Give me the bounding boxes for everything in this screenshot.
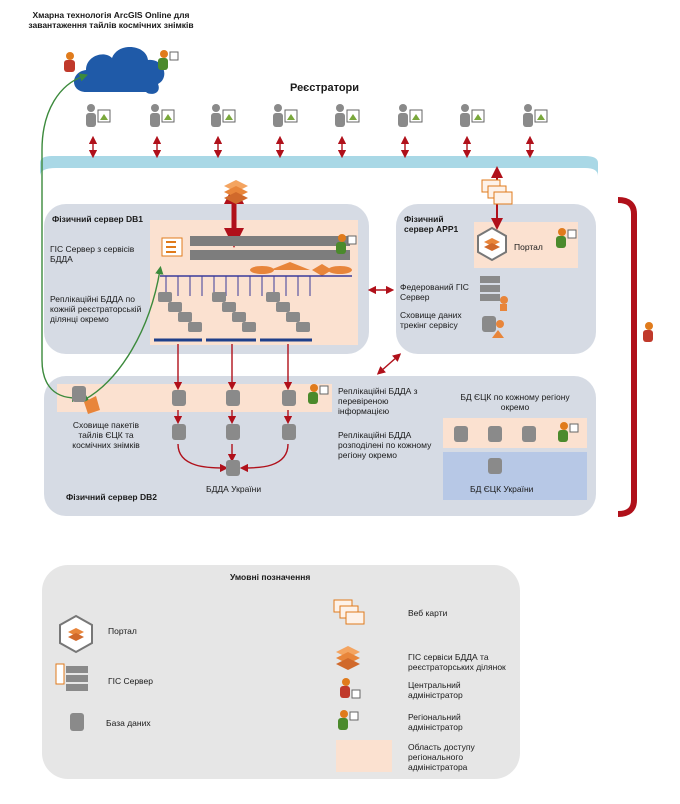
legend-services-icon: [336, 646, 360, 670]
app1-title: Фізичний сервер APP1: [404, 214, 459, 234]
legend-title: Умовні позначення: [230, 572, 311, 582]
ezk-ukraine-label: БД ЄЦК України: [470, 484, 534, 494]
db2-databases: [72, 386, 536, 476]
legend-access-area-label: Область доступу регіонального адміністра…: [408, 742, 475, 772]
legend-web-maps-icon: [333, 599, 365, 625]
legend-portal-label: Портал: [108, 626, 137, 636]
db1-gis-server-label: ГІС Сервер з сервісів БДДА: [50, 244, 135, 264]
registrars-title: Реєстратори: [290, 82, 360, 94]
registrar-icons: [86, 104, 548, 127]
ezk-ukraine-area: [443, 452, 587, 500]
tracking-storage-icon: [482, 316, 504, 338]
tracking-storage-label: Сховище даних трекінг сервісу: [400, 310, 462, 330]
db2-regional-admin-icon: [308, 384, 329, 404]
db2-verified-label: Реплікаційні БДДА з перевіреною інформац…: [338, 386, 418, 416]
db2-storage-label: Сховище пакетів тайлів ЄЦК та космічних …: [72, 420, 140, 450]
db1-replica-databases: [158, 292, 310, 332]
registrars-bus: [40, 156, 598, 176]
cloud-to-db2-link: [41, 73, 88, 403]
legend-regional-admin-label: Регіональний адміністратор: [408, 712, 463, 732]
federated-server-icon: [480, 276, 508, 311]
legend-central-admin-label: Центральний адміністратор: [408, 680, 463, 700]
legend-regional-admin-icon: [338, 710, 359, 730]
app1-regional-admin-icon: [556, 228, 577, 248]
db2-by-region-label: Реплікаційні БДДА розподілені по кожному…: [338, 430, 432, 460]
legend-portal-icon: [59, 614, 93, 654]
portal-icon: [477, 226, 507, 262]
central-admin-icon: [64, 52, 75, 72]
bracket-central-admin-icon: [643, 322, 653, 342]
bdda-ukraine-label: БДДА України: [206, 484, 262, 494]
legend-database-label: База даних: [106, 718, 151, 728]
tile-package-icon: [84, 396, 100, 414]
legend-database-icon: [70, 713, 84, 731]
central-admin-bracket: [617, 197, 637, 517]
web-maps-icon: [481, 179, 513, 205]
ezk-region-label: БД ЄЦК по кожному регіону окремо: [460, 392, 570, 412]
federated-server-label: Федерований ГІС Сервер: [400, 282, 469, 302]
gis-services-icon: [224, 180, 248, 204]
cloud-icon: [74, 46, 165, 94]
portal-label: Портал: [514, 242, 543, 252]
db1-regional-admin-icon: [336, 234, 357, 254]
legend-services-label: ГІС сервіси БДДА та реєстраторських діля…: [408, 652, 506, 672]
db1-title: Фізичний сервер DB1: [52, 214, 143, 224]
db1-service-layer: [154, 236, 352, 342]
db1-replicas-label: Реплікаційні БДДА по кожній реєстраторсь…: [50, 294, 142, 324]
legend-panel: [42, 565, 520, 779]
db1-to-db2-link: [80, 265, 164, 403]
legend-access-swatch: [336, 740, 392, 772]
legend-server-label: ГІС Сервер: [108, 676, 153, 686]
legend-web-maps-label: Веб карти: [408, 608, 448, 618]
legend-server-icon: [55, 663, 88, 691]
legend-central-admin-icon: [340, 678, 361, 699]
db2-title: Фізичний сервер DB2: [66, 492, 157, 502]
regional-admin-icon: [158, 50, 179, 70]
ezk-regional-admin-icon: [558, 422, 579, 442]
cloud-title: Хмарна технологія ArcGIS Online для зава…: [28, 10, 194, 30]
